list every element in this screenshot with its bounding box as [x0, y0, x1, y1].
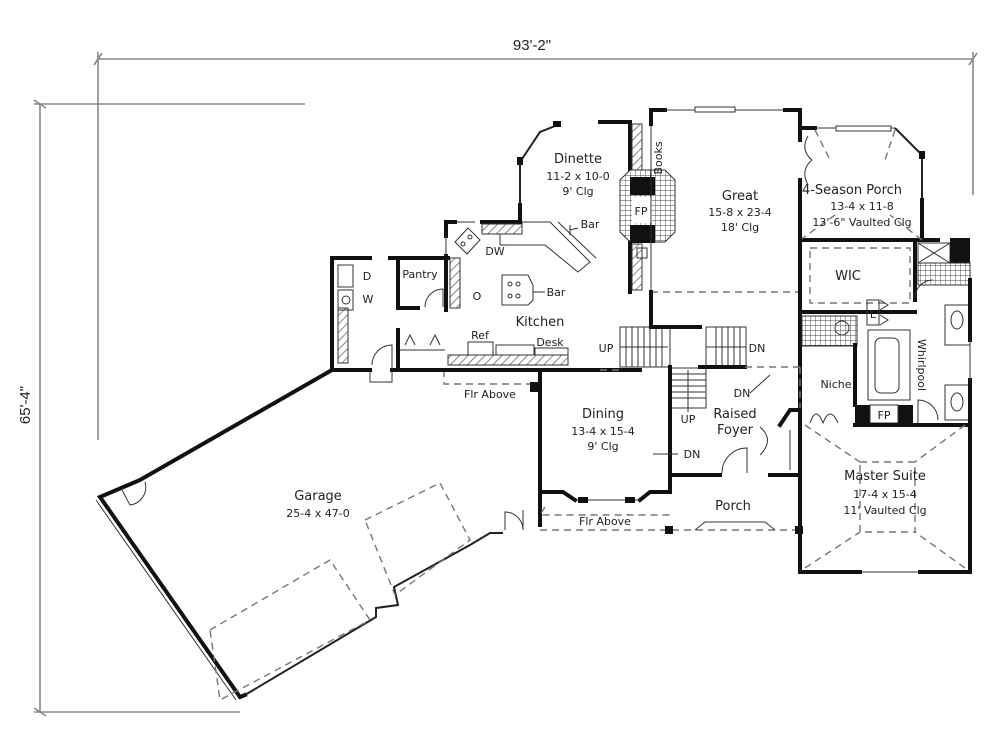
- master-suite-label: Master Suite: [844, 469, 926, 484]
- stair-up-label-1: UP: [599, 342, 614, 355]
- flr-above-label-1: Flr Above: [464, 388, 516, 401]
- stair-up-label-2: UP: [681, 413, 696, 426]
- kitchen-label: Kitchen: [516, 315, 565, 330]
- fireplace-label: FP: [635, 205, 648, 218]
- dining-room: Dining 13-4 x 15-4 9' Clg DN Flr Above: [538, 368, 800, 531]
- porch-label: Porch: [715, 499, 751, 514]
- stair-dn-label-2: DN: [684, 448, 701, 461]
- garage: Garage 25-4 x 47-0: [95, 367, 542, 702]
- foyer-label-line1: Raised: [713, 407, 756, 422]
- dryer-label: D: [363, 270, 371, 283]
- front-porch: Porch: [665, 473, 803, 534]
- four-season-porch: 4-Season Porch 13-4 x 11-8 13'-6" Vaulte…: [798, 126, 940, 242]
- master-suite-size: 17-4 x 15-4: [853, 488, 916, 501]
- foyer-label-line2: Foyer: [717, 423, 754, 438]
- dining-size: 13-4 x 15-4: [571, 425, 634, 438]
- porch-4season-ceiling: 13'-6" Vaulted Clg: [812, 216, 911, 229]
- pantry-label: Pantry: [402, 268, 438, 281]
- dinette: Dinette 11-2 x 10-0 9' Clg: [517, 120, 632, 224]
- dinette-label: Dinette: [554, 152, 602, 167]
- garage-size: 25-4 x 47-0: [286, 507, 349, 520]
- great-room: Great 15-8 x 23-4 18' Clg: [649, 106, 895, 293]
- stairs: UP DN UP: [598, 290, 800, 426]
- dishwasher-label: DW: [485, 245, 504, 258]
- wic-label: WIC: [835, 269, 861, 284]
- stair-dn-label-3: DN: [734, 387, 751, 400]
- kitchen: DW Bar Bar O Kitchen Ref Desk: [444, 218, 600, 366]
- width-dimension-label: 93'-2": [513, 37, 551, 54]
- dinette-size: 11-2 x 10-0: [546, 170, 609, 183]
- oven-label: O: [473, 290, 482, 303]
- dimension-width: 93'-2": [93, 37, 978, 440]
- flr-above-label-2: Flr Above: [579, 515, 631, 528]
- niche-label: Niche: [820, 378, 851, 391]
- porch-4season-size: 13-4 x 11-8: [830, 200, 893, 213]
- niche: Niche: [809, 343, 857, 425]
- washer-label: W: [363, 293, 374, 306]
- bar-label-dinette: Bar: [581, 218, 600, 231]
- dimension-depth: 65'-4": [17, 99, 305, 717]
- depth-dimension-label: 65'-4": [17, 386, 34, 424]
- master-fireplace-label: FP: [878, 409, 891, 422]
- dinette-ceiling: 9' Clg: [562, 185, 593, 198]
- refrigerator-label: Ref: [471, 329, 490, 342]
- garage-label: Garage: [294, 489, 342, 504]
- floor-above-garage: Flr Above: [443, 370, 538, 401]
- great-room-ceiling: 18' Clg: [721, 221, 759, 234]
- porch-4season-label: 4-Season Porch: [802, 183, 902, 198]
- laundry-area: D W Pantry: [330, 254, 602, 383]
- great-room-size: 15-8 x 23-4: [708, 206, 771, 219]
- great-room-label: Great: [722, 189, 758, 204]
- dining-ceiling: 9' Clg: [587, 440, 618, 453]
- desk-label: Desk: [536, 336, 564, 349]
- master-suite-ceiling: 11' Vaulted Clg: [843, 504, 926, 517]
- raised-foyer: Raised Foyer DN: [668, 367, 802, 477]
- whirlpool-label: Whirlpool: [915, 339, 928, 391]
- linen-label: L: [870, 308, 877, 321]
- bar-label-kitchen: Bar: [547, 286, 566, 299]
- master-bath: WIC L Whirlpool FP: [798, 238, 972, 425]
- books-label: Books: [652, 141, 665, 174]
- master-suite: Master Suite 17-4 x 15-4 11' Vaulted Clg: [798, 418, 972, 574]
- dining-label: Dining: [582, 407, 624, 422]
- stair-dn-label-1: DN: [749, 342, 766, 355]
- great-room-fireplace: FP Books: [619, 120, 676, 294]
